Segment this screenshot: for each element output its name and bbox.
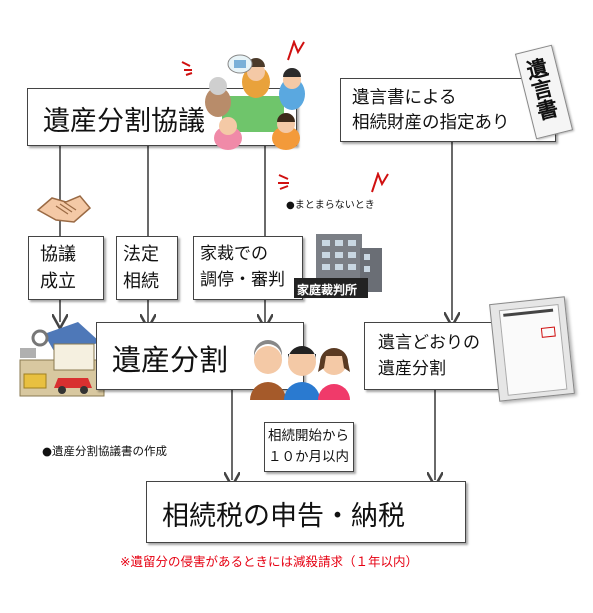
node-hotei-sozoku bbox=[116, 236, 178, 300]
label-kyogisho-sakusei: ●遺産分割協議書の作成 bbox=[42, 444, 168, 458]
label-isan-bunkatsu-kyogi: 遺産分割協議 bbox=[43, 106, 205, 137]
shock-mark-icon bbox=[181, 61, 193, 76]
family-icon bbox=[250, 340, 350, 400]
handshake-icon bbox=[36, 195, 92, 223]
label-kasai-chotei: 家裁での 調停・審判 bbox=[200, 244, 285, 290]
label-hotei-sozoku: 法定 相続 bbox=[123, 244, 159, 292]
node-kyogi-seiritsu bbox=[28, 236, 104, 300]
shock-mark-icon bbox=[287, 40, 305, 61]
label-isan-bunkatsu: 遺産分割 bbox=[112, 343, 229, 377]
label-matomaranai: ●まとまらないとき bbox=[286, 200, 375, 211]
will-document-icon bbox=[489, 296, 575, 402]
shock-mark-icon bbox=[371, 172, 389, 193]
label-yuigon-doori: 遺言どおりの 遺産分割 bbox=[378, 333, 480, 379]
label-shinkoku: 相続税の申告・納税 bbox=[162, 501, 405, 532]
node-kigen bbox=[264, 422, 354, 472]
label-kasai-sign: 家庭裁判所 bbox=[297, 283, 358, 297]
family-meeting-icon bbox=[205, 54, 305, 150]
label-kigen: 相続開始から １０か月以内 bbox=[268, 428, 349, 465]
house-assets-icon bbox=[19, 322, 105, 397]
node-yuigon-doori bbox=[364, 322, 504, 390]
node-kasai-chotei bbox=[193, 236, 303, 300]
label-kyogi-seiritsu: 協議 成立 bbox=[40, 244, 76, 292]
courthouse-icon bbox=[294, 234, 382, 298]
label-yuigonsho: 遺言書による 相続財産の指定あり bbox=[352, 88, 510, 133]
node-yuigonsho bbox=[340, 78, 556, 142]
shock-mark-icon bbox=[278, 174, 289, 190]
note-genzai-seikyu: ※遺留分の侵害があるときには減殺請求（１年以内） bbox=[120, 554, 418, 569]
node-shinkoku bbox=[146, 481, 466, 543]
